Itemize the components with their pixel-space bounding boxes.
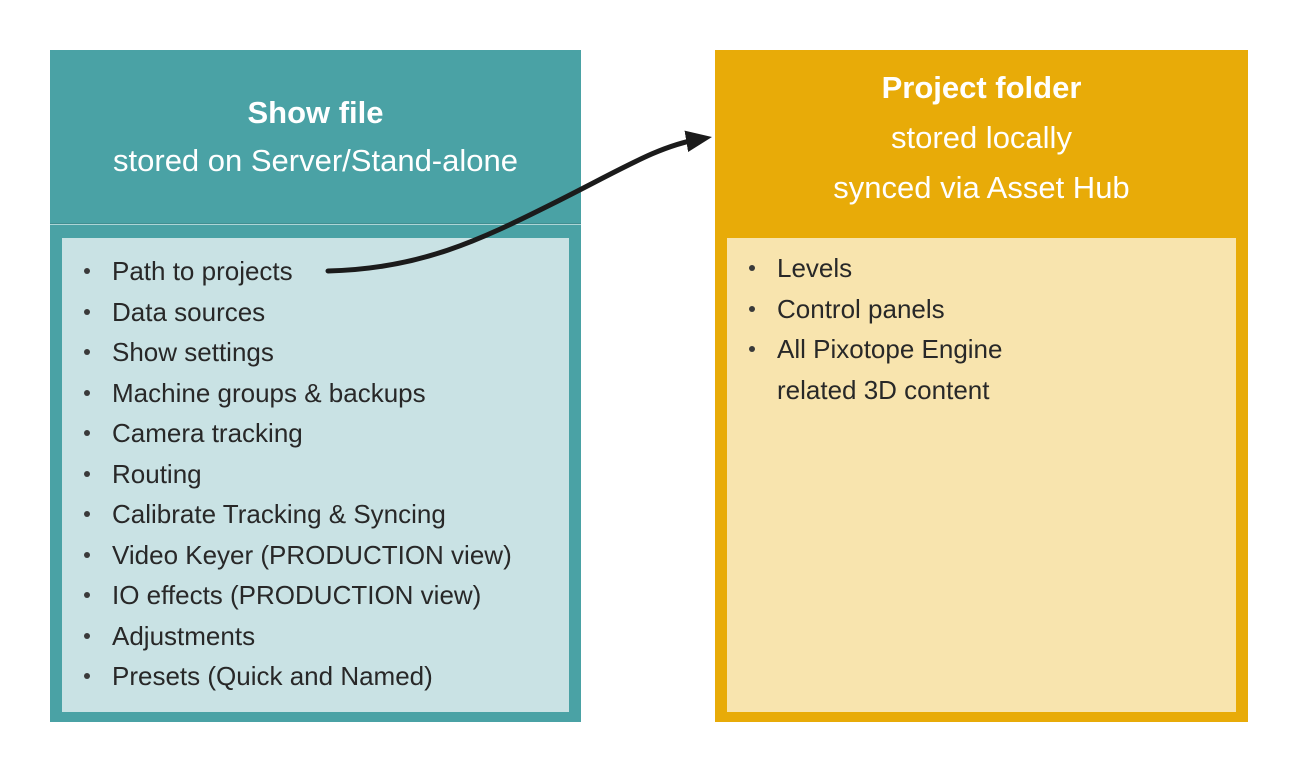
list-item: Levels [749,248,1236,289]
project-folder-list-panel: Levels Control panels All Pixotope Engin… [727,238,1236,712]
list-item: IO effects (PRODUCTION view) [84,575,569,616]
list-item: Control panels [749,289,1236,330]
bullet-icon [84,656,112,679]
list-item: All Pixotope Engine related 3D content [749,329,1236,410]
list-item: Presets (Quick and Named) [84,656,569,697]
project-folder-subtitle: stored locally synced via Asset Hub [833,120,1130,205]
show-file-subtitle: stored on Server/Stand-alone [113,143,518,178]
bullet-icon [84,494,112,517]
bullet-icon [84,413,112,436]
show-file-list: Path to projects Data sources Show setti… [62,238,569,697]
bullet-icon [749,329,777,352]
list-item: Calibrate Tracking & Syncing [84,494,569,535]
show-file-list-panel: Path to projects Data sources Show setti… [62,238,569,712]
list-item: Machine groups & backups [84,373,569,414]
list-item: Routing [84,454,569,495]
list-item: Video Keyer (PRODUCTION view) [84,535,569,576]
list-item: Camera tracking [84,413,569,454]
bullet-icon [84,575,112,598]
project-folder-list: Levels Control panels All Pixotope Engin… [727,238,1236,410]
bullet-icon [84,251,112,274]
project-folder-title: Project folder stored locally synced via… [715,63,1248,213]
bullet-icon [84,454,112,477]
list-item: Data sources [84,292,569,333]
bullet-icon [84,292,112,315]
show-file-card: Show file stored on Server/Stand-alone P… [50,50,581,722]
list-item: Path to projects [84,251,569,292]
project-folder-title-bold: Project folder [881,70,1082,105]
project-folder-card: Project folder stored locally synced via… [715,50,1248,722]
bullet-icon [749,289,777,312]
header-separator [50,224,581,225]
bullet-icon [749,248,777,271]
show-file-title-bold: Show file [247,95,384,130]
show-file-title: Show file stored on Server/Stand-alone [50,89,581,185]
bullet-icon [84,373,112,396]
bullet-icon [84,332,112,355]
list-item: Show settings [84,332,569,373]
bullet-icon [84,535,112,558]
list-item: Adjustments [84,616,569,657]
bullet-icon [84,616,112,639]
